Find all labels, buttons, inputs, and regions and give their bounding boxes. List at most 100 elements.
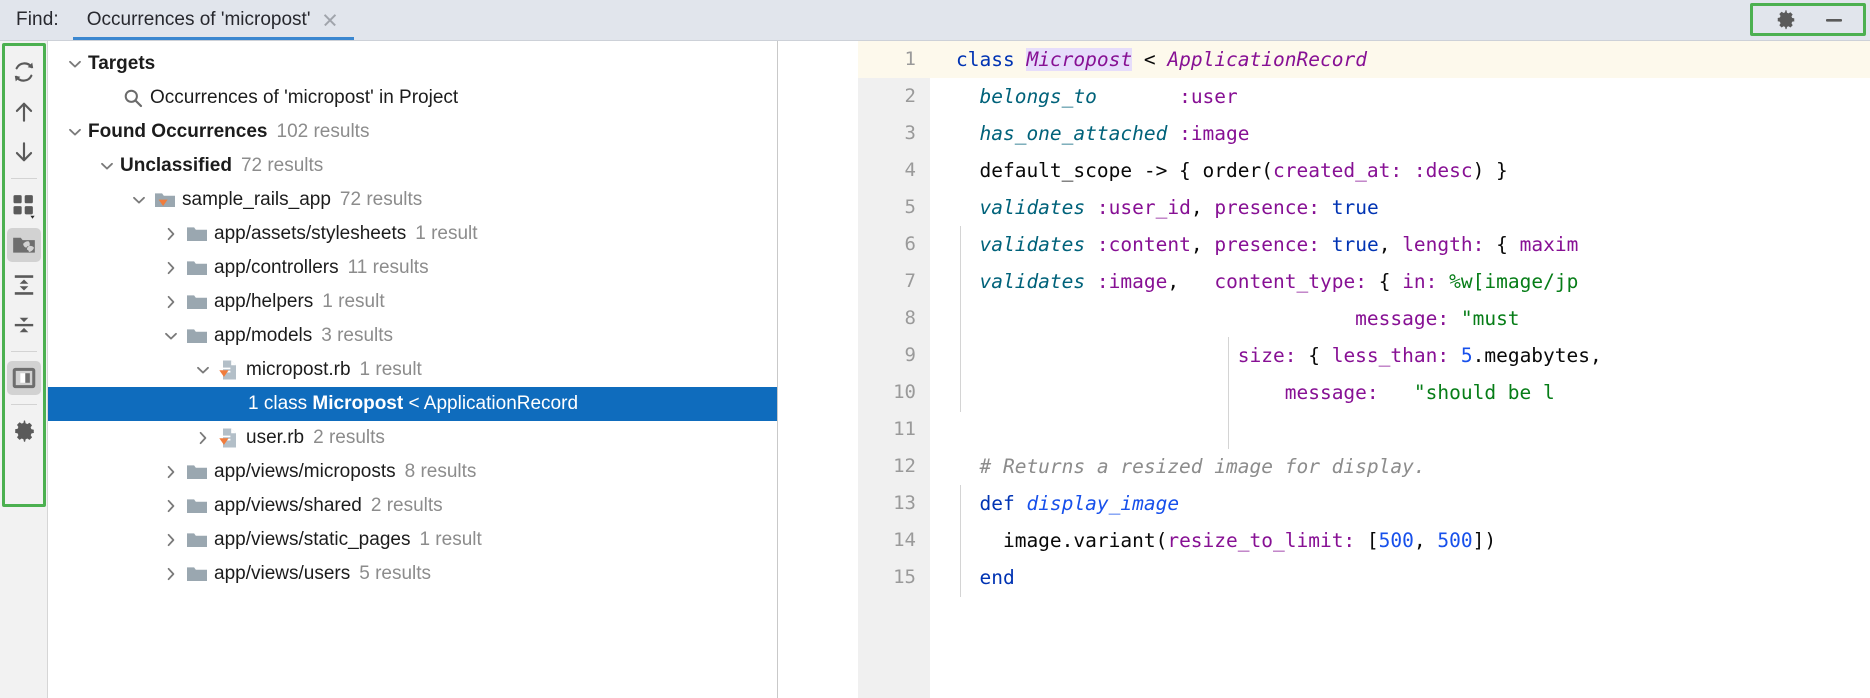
code-token — [1449, 344, 1461, 367]
chevron-right-icon[interactable] — [158, 565, 184, 583]
find-tab-occurrences[interactable]: Occurrences of 'micropost' — [72, 0, 355, 40]
chevron-right-icon[interactable] — [158, 497, 184, 515]
code-token — [1402, 159, 1414, 182]
preview-panel-icon — [11, 365, 37, 391]
tree-node-result-count: 8 results — [404, 461, 477, 482]
code-token: "must — [1460, 307, 1532, 330]
chevron-right-icon[interactable] — [158, 225, 184, 243]
code-line[interactable]: validates :user_id, presence: true — [930, 189, 1870, 226]
code-line[interactable]: message: "should be l — [930, 374, 1870, 411]
filter-results-button[interactable] — [7, 228, 41, 262]
code-token: presence: — [1214, 196, 1320, 219]
rerun-search-button[interactable] — [7, 55, 41, 89]
chevron-down-icon[interactable] — [94, 157, 120, 175]
chevron-down-icon[interactable] — [62, 123, 88, 141]
code-line[interactable]: image.variant(resize_to_limit: [500, 500… — [930, 522, 1870, 559]
tree-node-label: app/views/users — [214, 563, 351, 584]
settings-button[interactable] — [7, 414, 41, 448]
line-number: 10 — [893, 381, 916, 403]
tree-node-targets[interactable]: Targets — [48, 47, 777, 81]
code-token: { — [1366, 270, 1403, 293]
code-line[interactable]: belongs_to :user — [930, 78, 1870, 115]
code-token: { — [1296, 344, 1332, 367]
chevron-right-icon[interactable] — [158, 293, 184, 311]
code-line[interactable]: message: "must — [930, 300, 1870, 337]
chevron-right-icon[interactable] — [158, 531, 184, 549]
tree-node-result-count: 3 results — [321, 325, 394, 346]
code-line[interactable]: default_scope -> { order(created_at: :de… — [930, 152, 1870, 189]
code-token — [956, 196, 979, 219]
code-line[interactable]: end — [930, 559, 1870, 596]
code-token: resize_to_limit: — [1167, 529, 1356, 552]
tree-node-result-count: 1 result — [419, 529, 482, 550]
tree-node-label: app/controllers — [214, 257, 339, 278]
minimize-icon[interactable] — [1821, 7, 1847, 33]
tree-node-match-micropost-class[interactable]: 1 class Micropost < ApplicationRecord — [48, 387, 777, 421]
tree-node-result-count: 72 results — [240, 155, 324, 176]
code-token: default_scope -> { order( — [956, 159, 1273, 182]
arrow-up-icon — [11, 99, 37, 125]
code-line[interactable]: class Micropost < ApplicationRecord — [930, 41, 1870, 78]
code-line[interactable]: def display_image — [930, 485, 1870, 522]
group-by-button[interactable] — [7, 188, 41, 222]
code-token — [1085, 196, 1097, 219]
code-line[interactable]: size: { less_than: 5.megabytes, — [930, 337, 1870, 374]
tree-node-app-views-static-pages[interactable]: app/views/static_pages 1 result — [48, 523, 777, 557]
close-icon[interactable] — [322, 12, 338, 28]
find-toolbar: Find: Occurrences of 'micropost' — [0, 0, 1870, 41]
next-occurrence-button[interactable] — [7, 135, 41, 169]
tree-node-result-count: 2 results — [313, 427, 385, 448]
code-token — [1449, 307, 1461, 330]
code-line[interactable]: validates :image, content_type: { in: %w… — [930, 263, 1870, 300]
code-token: :desc — [1413, 159, 1473, 182]
code-token: .megabytes, — [1472, 344, 1602, 367]
chevron-down-icon[interactable] — [190, 361, 216, 379]
code-line[interactable] — [930, 411, 1870, 448]
chevron-down-icon[interactable] — [62, 55, 88, 73]
code-line[interactable]: has_one_attached :image — [930, 115, 1870, 152]
chevron-right-icon[interactable] — [158, 463, 184, 481]
code-token: :image — [1179, 122, 1250, 145]
chevron-right-icon[interactable] — [190, 429, 216, 447]
arrow-down-icon — [11, 139, 37, 165]
code-token: length: — [1402, 233, 1485, 256]
code-token — [1437, 270, 1449, 293]
chevron-down-icon[interactable] — [126, 191, 152, 209]
separator-1 — [11, 178, 37, 179]
code-token: has_one_attached — [979, 122, 1168, 145]
chevron-down-icon[interactable] — [158, 327, 184, 345]
tree-node-result-count: 2 results — [370, 495, 443, 516]
code-token — [1379, 381, 1414, 404]
collapse-all-button[interactable] — [7, 308, 41, 342]
line-number: 9 — [904, 344, 916, 366]
code-token: Micropost — [1026, 48, 1133, 71]
chevron-right-icon[interactable] — [158, 259, 184, 277]
preview-panel-button[interactable] — [7, 361, 41, 395]
previous-occurrence-button[interactable] — [7, 95, 41, 129]
gear-icon[interactable] — [1773, 7, 1799, 33]
editor-source-lines[interactable]: class Micropost < ApplicationRecord belo… — [930, 41, 1870, 698]
expand-all-button[interactable] — [7, 268, 41, 302]
tree-node-occurrences-target[interactable]: Occurrences of 'micropost' in Project — [48, 81, 777, 115]
tree-node-label: app/views/static_pages — [214, 529, 411, 550]
code-line[interactable]: validates :content, presence: true, leng… — [930, 226, 1870, 263]
module-folder-icon — [152, 190, 178, 210]
code-token: end — [979, 566, 1015, 589]
code-line[interactable]: # Returns a resized image for display. — [930, 448, 1870, 485]
